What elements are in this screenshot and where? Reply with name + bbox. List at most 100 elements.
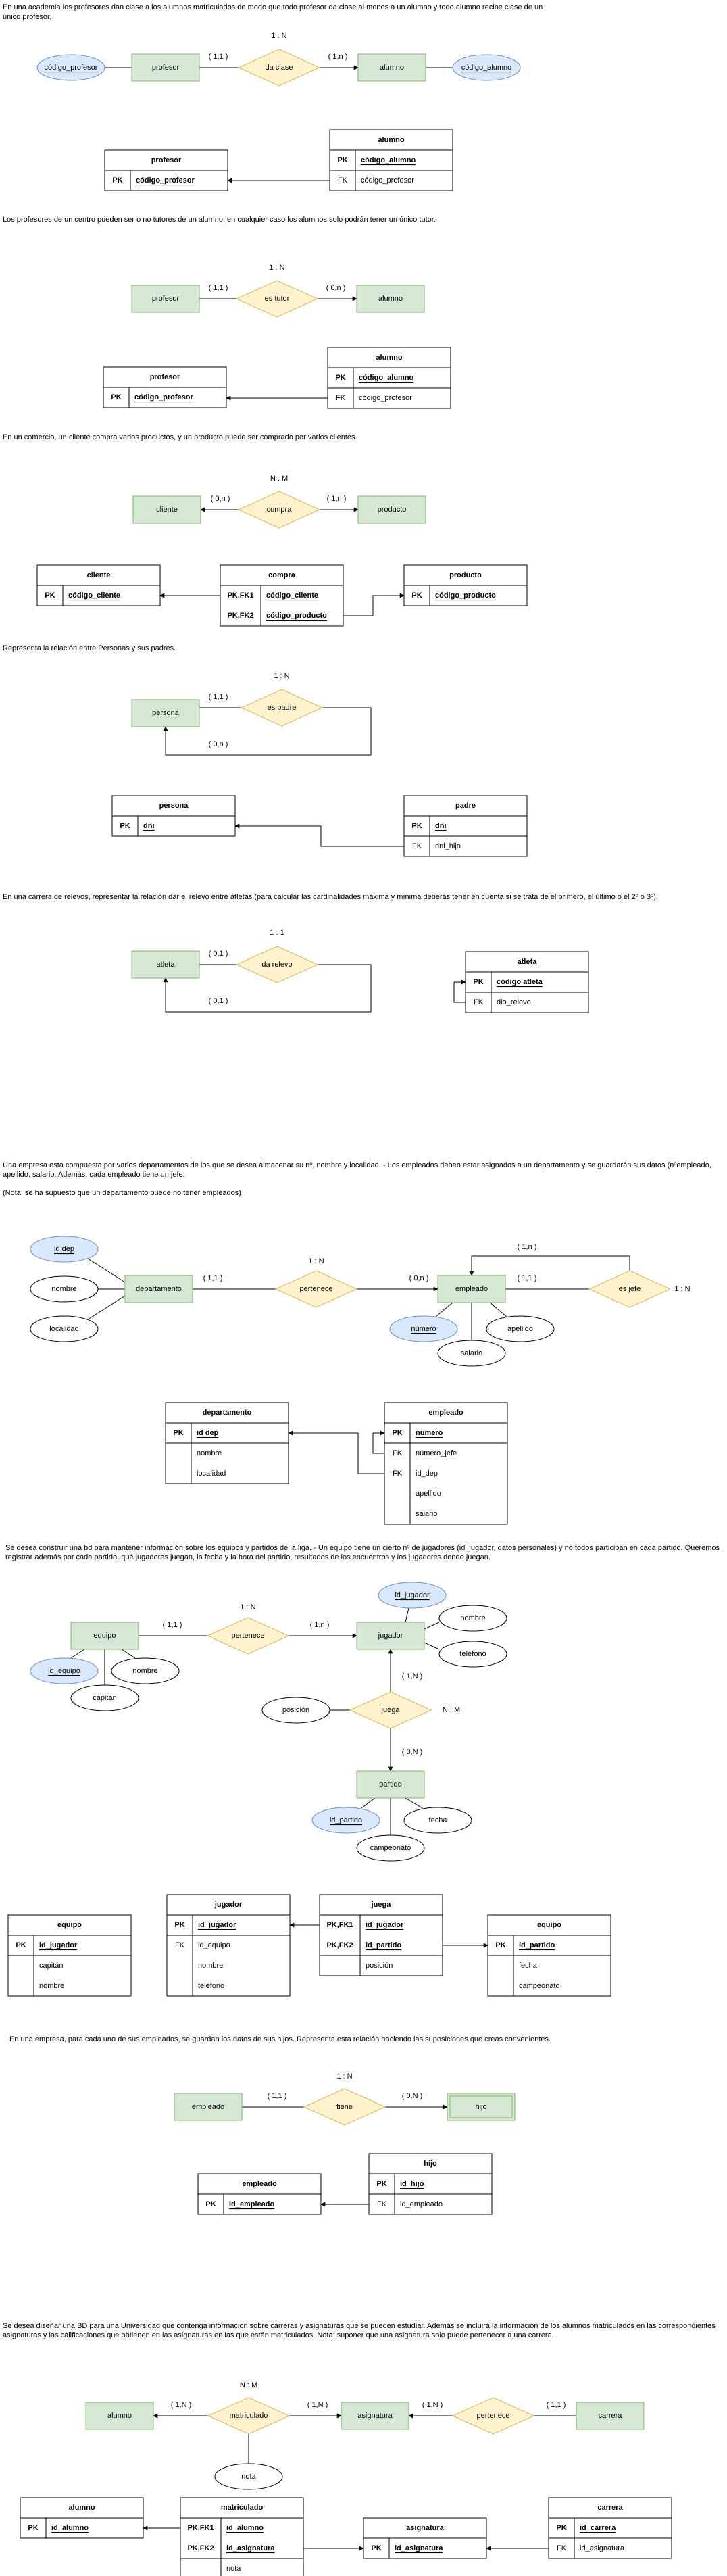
s9-relation-pertenece: pertenece xyxy=(451,2397,535,2435)
s9-entity-asignatura: asignatura xyxy=(341,2402,409,2430)
s4-table-padre-field-0: dni xyxy=(435,822,447,830)
s8-entity-hijo-label: hijo xyxy=(475,2103,486,2111)
s4-table-padre-field-1: dni_hijo xyxy=(435,842,461,850)
s8-type-label: 1 : N xyxy=(336,2072,352,2081)
s4-table-padre-key-0: PK xyxy=(411,822,422,830)
s9-table-carrera-field-1: id_asignatura xyxy=(580,2544,625,2552)
s7-relation-juega: juega xyxy=(349,1691,432,1729)
s8-table-empleado-title: empleado xyxy=(242,2180,277,2188)
s3-entity-cliente: cliente xyxy=(132,495,201,524)
s3-table-compra-field-1: código_producto xyxy=(266,612,327,620)
s7-entity-equipo-label: equipo xyxy=(93,1632,116,1640)
s2-type-label: 1 : N xyxy=(269,264,284,272)
s6-card-1: ( 1,1 ) xyxy=(203,1274,223,1282)
s8-table-hijo-field-0: id_hijo xyxy=(400,2180,424,2188)
s6-attr-localidad: localidad xyxy=(30,1315,99,1342)
s7-entity-jugador-label: jugador xyxy=(378,1632,403,1640)
s6-table-departamento-field-1: nombre xyxy=(197,1449,222,1457)
s6-attr-salario: salario xyxy=(437,1340,506,1367)
s7-table-jugador-field-2: nombre xyxy=(198,1962,223,1970)
s6-line-iddep xyxy=(87,1258,126,1283)
s6-table-empleado-key-0: PK xyxy=(392,1429,402,1437)
s5-card-1: ( 0,1 ) xyxy=(209,950,228,958)
s6-table-empleado-key-2: FK xyxy=(393,1469,403,1478)
s5-card-2: ( 0,1 ) xyxy=(209,997,228,1005)
s4-line-self xyxy=(163,707,372,756)
s7-attr-capitan-label: capitán xyxy=(93,1694,116,1702)
s9-table-carrera-field-0: id_carrera xyxy=(580,2524,616,2532)
s6-table-departamento-title: departamento xyxy=(203,1409,252,1417)
s8-entity-empleado-label: empleado xyxy=(192,2103,224,2111)
s2-table-profesor-key-0: PK xyxy=(111,393,121,402)
s9-entity-carrera: carrera xyxy=(576,2402,645,2430)
s1-relation-da-clase: da clase xyxy=(237,49,321,87)
s2-entity-alumno: alumno xyxy=(356,285,425,313)
s2-card-2: ( 0,n ) xyxy=(326,284,346,292)
s6-entity-empleado-label: empleado xyxy=(455,1285,488,1293)
s3-table-cliente-key-0: PK xyxy=(45,591,55,600)
s1-attr-codigo-alumno-label: código_alumno xyxy=(461,64,512,72)
s6-type-label-1: 1 : N xyxy=(308,1257,324,1265)
s8-relation-tiene-label: tiene xyxy=(336,2103,353,2111)
s9-table-matriculado-field-0: id_alumno xyxy=(226,2524,264,2532)
s6-line-numero xyxy=(435,1302,453,1317)
s2-table-profesor-field-0: código_profesor xyxy=(134,393,194,402)
s4-entity-persona-label: persona xyxy=(152,709,180,717)
s7-table-equipo-2-key-0: PK xyxy=(495,1941,505,1949)
s2-table-profesor-title: profesor xyxy=(150,373,180,381)
s7-table-juega-key-1: PK,FK2 xyxy=(326,1941,353,1949)
s5-table-atleta-title: atleta xyxy=(518,958,538,966)
s7-line-idequipo xyxy=(70,1649,85,1659)
s7-table-equipo-field-1: capitán xyxy=(39,1962,63,1970)
s7-line-telefono xyxy=(424,1642,440,1650)
s6-table-empleado-key-1: FK xyxy=(393,1449,403,1457)
s5-table-atleta-key-0: PK xyxy=(473,978,483,986)
s4-type-label: 1 : N xyxy=(274,672,289,680)
s9-card-3: ( 1,N ) xyxy=(422,2401,443,2409)
s7-attr-campeonato: campeonato xyxy=(356,1834,425,1862)
s6-table-empleado-field-0: número xyxy=(416,1429,443,1437)
s9-table-matriculado-field-2: nota xyxy=(226,2565,241,2573)
s7-table-equipo-field-0: id_jugador xyxy=(39,1941,78,1949)
s6-table-empleado-field-3: apellido xyxy=(416,1490,441,1498)
s1-entity-alumno: alumno xyxy=(357,53,426,82)
s9-table-asignatura-title: asignatura xyxy=(406,2524,445,2532)
s1-table-profesor-field-0: código_profesor xyxy=(136,176,195,185)
s7-attr-nombre-jugador: nombre xyxy=(438,1605,507,1632)
s5-table-atleta-key-1: FK xyxy=(474,998,484,1006)
s9-relation-pertenece-label: pertenece xyxy=(477,2412,510,2420)
s2-relation-es-tutor-label: es tutor xyxy=(265,295,290,303)
s7-line-fecha xyxy=(405,1797,423,1809)
s8-relation-tiene: tiene xyxy=(303,2088,386,2126)
s6-attr-apellido-label: apellido xyxy=(507,1325,533,1333)
s7-table-juega-field-0: id_jugador xyxy=(366,1921,404,1929)
s8-table-hijo-title: hijo xyxy=(424,2160,437,2168)
s7-table-equipo-title: equipo xyxy=(57,1921,82,1929)
s7-attr-nombre-jugador-label: nombre xyxy=(460,1614,485,1622)
s7-table-juega-field-1: id_partido xyxy=(366,1941,401,1949)
s7-attr-id-jugador-label: id_jugador xyxy=(395,1591,430,1599)
s6-attr-id-dep-label: id dep xyxy=(54,1245,74,1253)
s4-statement: Representa la relación entre Personas y … xyxy=(3,644,176,652)
s9-table-asignatura-key-0: PK xyxy=(371,2544,381,2552)
s7-line-nombrejug xyxy=(424,1622,440,1630)
s7-attr-nombre-equipo-label: nombre xyxy=(132,1667,157,1675)
s1-table-alumno-field-1: código_profesor xyxy=(361,176,414,185)
s7-relation-pertenece-label: pertenece xyxy=(232,1632,265,1640)
s7-attr-id-partido: id_partido xyxy=(311,1807,380,1834)
s2-entity-profesor: profesor xyxy=(131,285,200,313)
s6-attr-apellido: apellido xyxy=(486,1315,555,1342)
s7-line-idjug xyxy=(405,1607,409,1623)
s3-table-cliente-field-0: código_cliente xyxy=(68,591,120,600)
s5-statement: En una carrera de relevos, representar l… xyxy=(3,893,658,901)
